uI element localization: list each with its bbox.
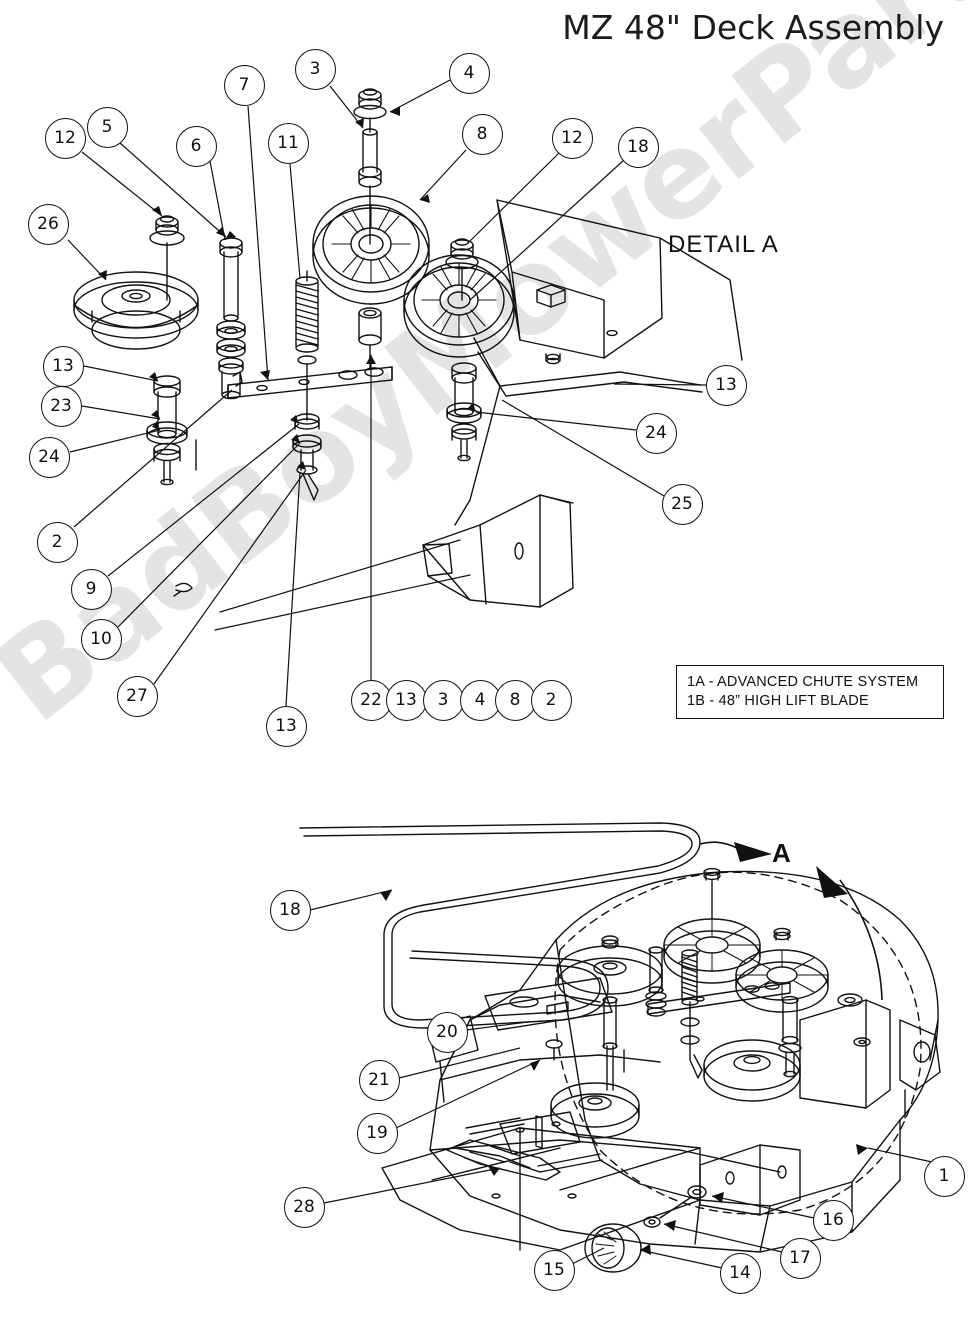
callout-bubble-19[interactable]: 19: [356, 1112, 398, 1154]
callout-bubble-6[interactable]: 6: [175, 125, 217, 167]
front-baffle-plate: [381, 1127, 701, 1251]
left-spindle-hardware: [146, 375, 197, 486]
callout-bubble-8[interactable]: 8: [461, 113, 503, 155]
callout-bubble-22[interactable]: 22: [350, 679, 392, 721]
callout-bubble-3[interactable]: 3: [294, 48, 336, 90]
leader-arrowheads-lower: [380, 890, 868, 1255]
left-top-bolt: [149, 215, 185, 301]
deck-shell: [429, 870, 939, 1253]
slot-features: [465, 1117, 603, 1199]
callout-bubble-26[interactable]: 26: [27, 203, 69, 245]
deck-pulley-top: [663, 867, 761, 984]
hex-nut-detail: [536, 284, 566, 308]
blade-detail-28: [446, 1139, 561, 1181]
detail-a-circle: [554, 871, 922, 1215]
washer-stack: [216, 320, 246, 400]
legend-box: 1A - ADVANCED CHUTE SYSTEM 1B - 48” HIGH…: [676, 665, 944, 719]
left-pulley: [73, 271, 199, 350]
deck-contour-upper: [454, 237, 743, 526]
callout-bubble-17[interactable]: 17: [779, 1237, 821, 1279]
callout-bubble-2[interactable]: 2: [530, 679, 572, 721]
deck-pulley-right: [735, 927, 829, 1013]
right-deck-edge: [899, 1019, 941, 1119]
callout-bubble-4[interactable]: 4: [448, 52, 490, 94]
chute-hinge: [499, 1111, 581, 1155]
callout-bubble-18[interactable]: 18: [617, 126, 659, 168]
page-title: MZ 48" Deck Assembly: [562, 8, 944, 47]
center-hardware: [292, 413, 322, 501]
callout-bubble-3[interactable]: 3: [422, 679, 464, 721]
section-arrowheads: [734, 842, 848, 898]
deck-spring: [680, 949, 703, 1079]
callout-bubble-21[interactable]: 21: [358, 1059, 400, 1101]
section-arrows: [699, 841, 883, 1001]
idler-arm-bracket: [227, 366, 393, 399]
tension-spring: [295, 270, 319, 421]
leader-lines-lower: [309, 889, 933, 1269]
contour-lines: [214, 539, 471, 631]
deck-bracket: [422, 494, 574, 608]
callout-bubble-18[interactable]: 18: [269, 889, 311, 931]
callout-bubble-1[interactable]: 1: [923, 1155, 965, 1197]
bolt-6: [219, 237, 243, 322]
callout-bubble-12[interactable]: 12: [44, 117, 86, 159]
deck-hardware: [602, 946, 871, 1091]
callout-bubble-12[interactable]: 12: [551, 117, 593, 159]
callout-bubble-10[interactable]: 10: [80, 618, 122, 660]
callout-bubble-7[interactable]: 7: [223, 64, 265, 106]
leader-arrowheads-upper: [98, 106, 476, 470]
legend-line-1a: 1A - ADVANCED CHUTE SYSTEM: [687, 674, 919, 690]
drive-belt: [299, 822, 701, 1029]
legend-line-1b: 1B - 48” HIGH LIFT BLADE: [687, 693, 869, 709]
section-a-letter: A: [772, 838, 791, 868]
detail-a-label: DETAIL A: [668, 231, 779, 258]
leader-lines-upper: [67, 79, 707, 707]
callout-bubble-24[interactable]: 24: [635, 412, 677, 454]
callout-bubble-14[interactable]: 14: [719, 1252, 761, 1294]
callout-bubble-11[interactable]: 11: [267, 122, 309, 164]
callout-bubble-9[interactable]: 9: [70, 568, 112, 610]
callout-bubble-13[interactable]: 13: [265, 705, 307, 747]
top-idler-pulley: [312, 195, 430, 305]
support-plate: [484, 977, 613, 1061]
deck-brackets: [699, 999, 891, 1216]
gauge-wheel: [584, 1185, 707, 1273]
callout-bubble-20[interactable]: 20: [426, 1011, 468, 1053]
callout-bubble-25[interactable]: 25: [661, 483, 703, 525]
right-pulley-nut: [445, 238, 479, 301]
callout-bubble-28[interactable]: 28: [283, 1186, 325, 1228]
callout-bubble-23[interactable]: 23: [40, 385, 82, 427]
callout-bubble-13[interactable]: 13: [705, 364, 747, 406]
callout-bubble-13[interactable]: 13: [385, 679, 427, 721]
retaining-clip: [173, 582, 193, 597]
callout-bubble-13[interactable]: 13: [42, 345, 84, 387]
callout-bubble-27[interactable]: 27: [116, 675, 158, 717]
callout-bubble-16[interactable]: 16: [812, 1199, 854, 1241]
deck-spindle-front-left: [550, 1082, 640, 1139]
callout-bubble-8[interactable]: 8: [494, 679, 536, 721]
bushing-sleeve: [358, 307, 382, 369]
callout-bubble-2[interactable]: 2: [36, 521, 78, 563]
deck-cover-plate: [496, 199, 663, 365]
callout-bubble-24[interactable]: 24: [28, 436, 70, 478]
top-bolt-assembly: [353, 88, 387, 245]
callout-bubble-15[interactable]: 15: [533, 1249, 575, 1291]
callout-bubble-5[interactable]: 5: [86, 106, 128, 148]
